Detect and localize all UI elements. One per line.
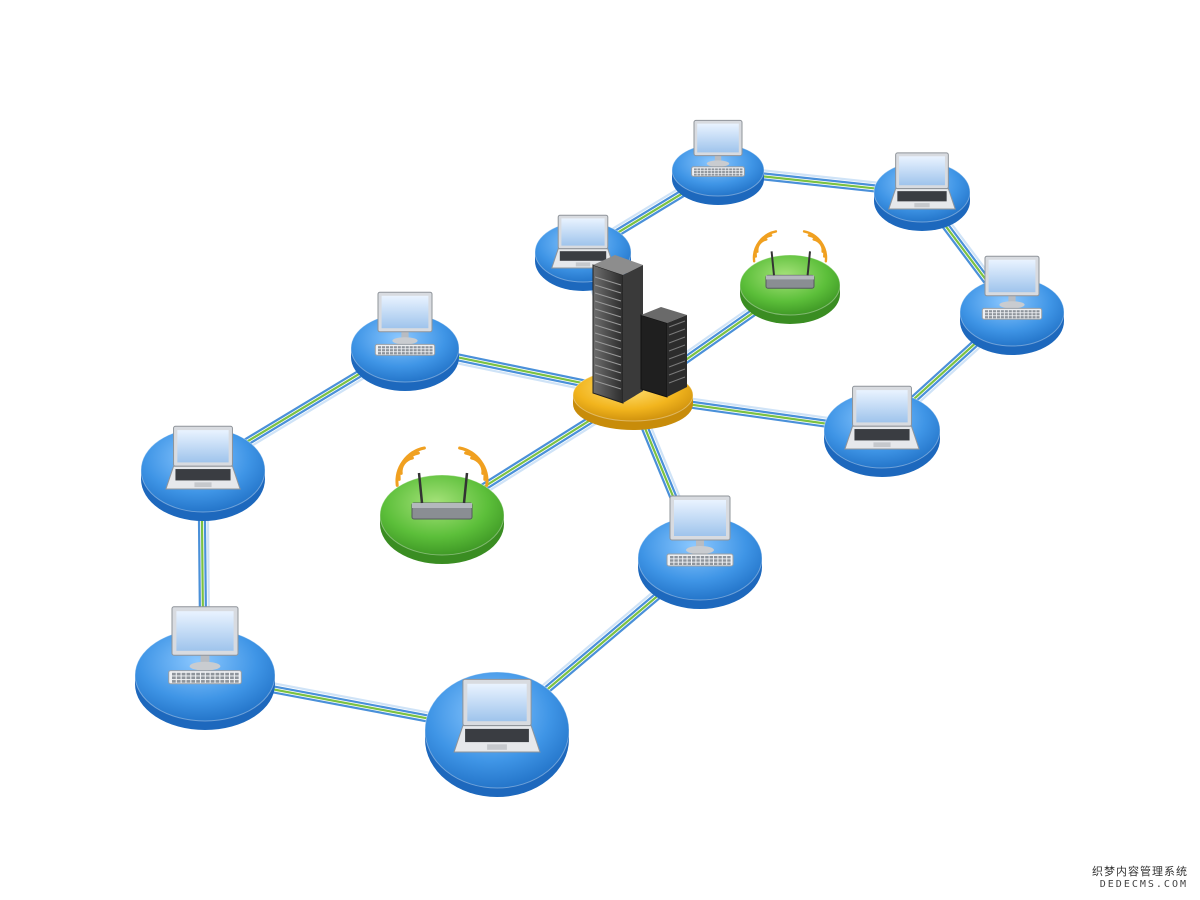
laptop-node-n7 [823, 385, 941, 477]
router-node-r1 [739, 230, 841, 324]
laptop-node-n9 [873, 152, 971, 231]
desktop-node-n8 [959, 255, 1065, 355]
watermark-line1: 织梦内容管理系统 [1092, 864, 1188, 878]
desktop-node-n4 [134, 606, 276, 730]
router-node-r2 [379, 446, 505, 564]
desktop-node-n1 [350, 291, 460, 391]
watermark: 织梦内容管理系统 DEDECMS.COM [1092, 864, 1188, 890]
laptop-node-n2 [140, 425, 266, 521]
nodes-layer [134, 119, 1065, 797]
desktop-node-n6 [637, 495, 763, 609]
watermark-line2: DEDECMS.COM [1099, 878, 1188, 890]
desktop-node-n10 [671, 119, 765, 205]
laptop-node-n5 [424, 671, 570, 797]
server-node [572, 255, 694, 430]
